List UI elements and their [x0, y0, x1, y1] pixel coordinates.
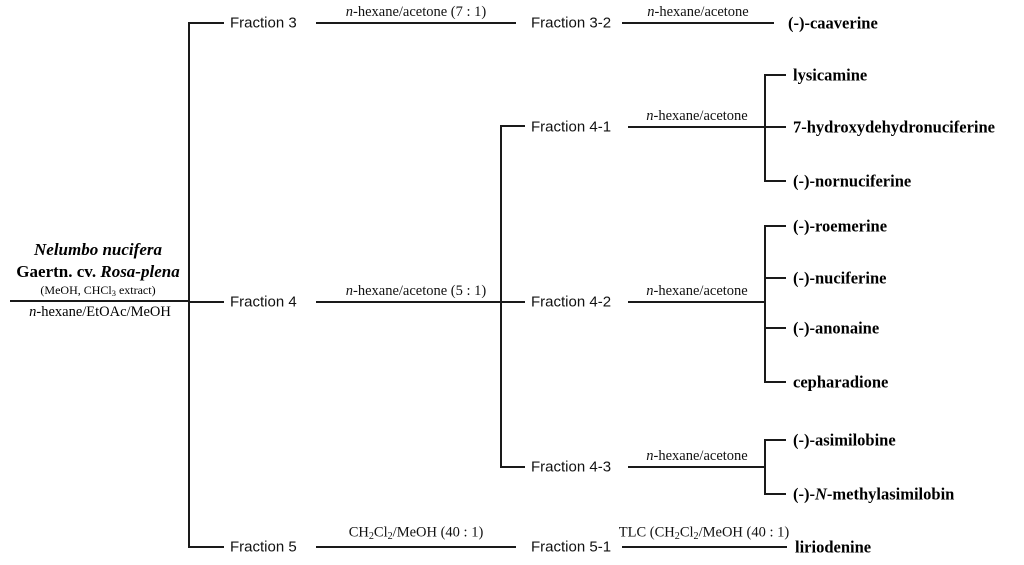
product-liriodenine: liriodenine — [795, 537, 872, 557]
bracket-stub-fraction-4-2 — [500, 301, 525, 303]
reagent-text: -hexane/acetone — [653, 108, 748, 124]
node-fraction-3-2[interactable]: Fraction 3-2 — [531, 14, 612, 32]
reagent-sub-2b: 2 — [693, 531, 699, 542]
reagent-text: -hexane/acetone — [653, 283, 748, 299]
extract-prefix: (MeOH, CHCl — [40, 283, 112, 297]
node-fraction-3[interactable]: Fraction 3 — [230, 14, 297, 32]
extract-suffix: extract) — [115, 283, 156, 297]
product-n-methylasimilobin: (-)-N-methylasimilobin — [793, 486, 954, 503]
reagent-italic-n: n — [345, 283, 353, 299]
bracket-stub-asimilobine — [764, 439, 786, 441]
product-italic-n: N — [814, 484, 827, 504]
bracket-fraction-4-2-products — [764, 225, 766, 382]
bracket-stub-hydroxydehydronuciferine — [764, 126, 786, 128]
product-asimilobine: (-)-asimilobine — [793, 430, 896, 450]
extract-subscript: 3 — [111, 289, 116, 299]
connector-fraction-4-to-subfractions — [316, 301, 516, 303]
connector-fraction-4-3-to-products — [628, 466, 765, 468]
reagent-ch: CH — [348, 524, 369, 541]
reagent-text: -hexane/acetone — [654, 4, 749, 20]
trunk-stub-fraction-3 — [188, 22, 224, 24]
reagent-fraction-4-1: n-hexane/acetone — [646, 109, 747, 124]
reagent-meoh-ratio: /MeOH (40 : 1) — [698, 524, 790, 541]
source-extract-note: (MeOH, CHCl3 extract) — [40, 284, 155, 300]
product-cepharadione: cepharadione — [793, 372, 889, 392]
reagent-cl: Cl — [679, 524, 694, 541]
product-7-hydroxydehydronuciferine: 7-hydroxydehydronuciferine — [793, 117, 995, 137]
bracket-stub-lysicamine — [764, 74, 786, 76]
reagent-text: -hexane/acetone (7 : 1) — [353, 4, 487, 20]
reagent-fraction-4-2: n-hexane/acetone — [646, 284, 747, 299]
main-trunk-line — [188, 22, 190, 548]
reagent-meoh-ratio: /MeOH (40 : 1) — [392, 524, 484, 541]
product-caaverine: (-)-caaverine — [788, 13, 878, 33]
bracket-stub-roemerine — [764, 225, 786, 227]
reagent-fraction-5: CH2Cl2/MeOH (40 : 1) — [349, 525, 484, 544]
source-species-line1: Nelumbo nucifera — [34, 240, 162, 260]
source-species-italic: Nelumbo nucifera — [34, 240, 162, 259]
node-fraction-5-1[interactable]: Fraction 5-1 — [531, 538, 612, 556]
reagent-italic-n: n — [647, 4, 655, 20]
partition-solvent-rest: -hexane/EtOAc/MeOH — [36, 304, 171, 320]
connector-fraction-4-2-to-products — [628, 301, 765, 303]
reagent-fraction-4-3: n-hexane/acetone — [646, 449, 747, 464]
reagent-text: -hexane/acetone — [653, 448, 748, 464]
trunk-stub-fraction-5 — [188, 546, 224, 548]
source-cultivar-prefix: Gaertn. cv. — [16, 262, 101, 281]
source-partition-solvent: n-hexane/EtOAc/MeOH — [29, 305, 171, 320]
node-fraction-4-3[interactable]: Fraction 4-3 — [531, 458, 612, 476]
product-roemerine: (-)-roemerine — [793, 216, 888, 236]
connector-fraction-5-1-to-liriodenine — [622, 546, 787, 548]
bracket-stub-fraction-4-1 — [500, 125, 525, 127]
reagent-sub-2b: 2 — [387, 531, 393, 542]
bracket-fraction-4-3-products — [764, 439, 766, 493]
node-fraction-5[interactable]: Fraction 5 — [230, 538, 297, 556]
bracket-stub-methylasimilobin — [764, 493, 786, 495]
connector-fraction-4-1-to-products — [628, 126, 765, 128]
bracket-stub-nornuciferine — [764, 180, 786, 182]
reagent-sub-2a: 2 — [368, 531, 374, 542]
reagent-italic-n: n — [345, 4, 353, 20]
source-cultivar-italic: Rosa-plena — [100, 262, 180, 281]
reagent-sub-2a: 2 — [674, 531, 680, 542]
reagent-text: -hexane/acetone (5 : 1) — [353, 283, 487, 299]
product-suffix: -methylasimilobin — [826, 484, 955, 504]
product-nuciferine: (-)-nuciferine — [793, 268, 887, 288]
bracket-fraction-4-subfractions — [500, 125, 502, 467]
reagent-fraction-4: n-hexane/acetone (5 : 1) — [346, 284, 487, 299]
node-fraction-4[interactable]: Fraction 4 — [230, 293, 297, 311]
bracket-stub-fraction-4-3 — [500, 466, 525, 468]
source-species-line2: Gaertn. cv. Rosa-plena — [16, 262, 179, 282]
connector-fraction-5-to-5-1 — [316, 546, 516, 548]
connector-fraction-3-to-3-2 — [316, 22, 516, 24]
reagent-cl: Cl — [373, 524, 388, 541]
product-nornuciferine: (-)-nornuciferine — [793, 171, 912, 191]
product-anonaine: (-)-anonaine — [793, 318, 880, 338]
reagent-italic-n: n — [646, 448, 654, 464]
source-partition-line — [10, 300, 190, 302]
partition-italic-n: n — [29, 304, 37, 320]
reagent-italic-n: n — [646, 283, 654, 299]
reagent-fraction-3: n-hexane/acetone (7 : 1) — [346, 5, 487, 20]
bracket-stub-nuciferine — [764, 277, 786, 279]
connector-fraction-3-2-to-caaverine — [622, 22, 774, 24]
node-fraction-4-1[interactable]: Fraction 4-1 — [531, 118, 612, 136]
reagent-fraction-5-1: TLC (CH2Cl2/MeOH (40 : 1) — [619, 525, 789, 544]
reagent-tlc-ch: TLC (CH — [618, 524, 675, 541]
product-prefix: (-)- — [793, 484, 815, 504]
node-fraction-4-2[interactable]: Fraction 4-2 — [531, 293, 612, 311]
reagent-fraction-3-2: n-hexane/acetone — [647, 5, 748, 20]
reagent-italic-n: n — [646, 108, 654, 124]
bracket-stub-anonaine — [764, 327, 786, 329]
bracket-stub-cepharadione — [764, 381, 786, 383]
trunk-stub-fraction-4 — [188, 301, 224, 303]
product-lysicamine: lysicamine — [793, 65, 868, 85]
